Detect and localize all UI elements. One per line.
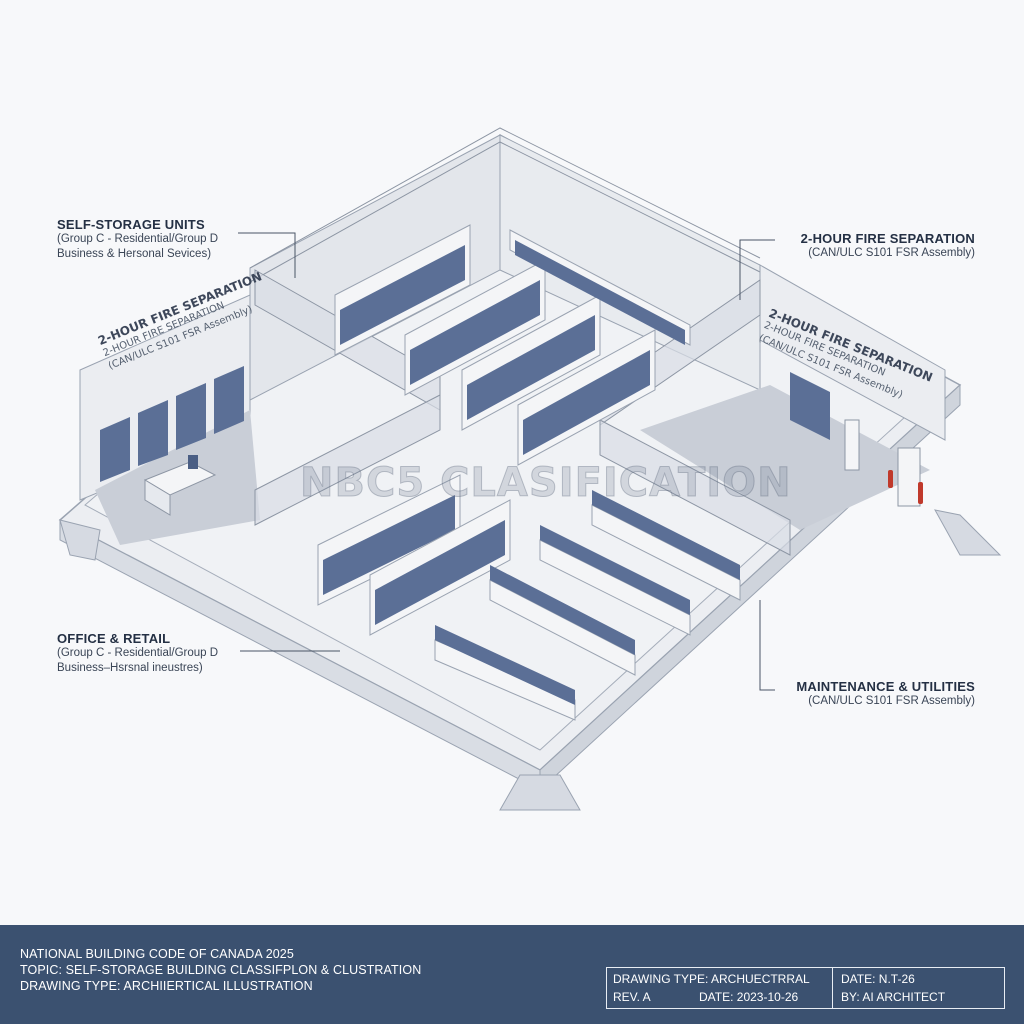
label-fire-separation-title: 2-HOUR FIRE SEPARATION	[800, 231, 975, 246]
support-foot-bottom	[499, 774, 581, 811]
office-desk	[143, 455, 217, 516]
watermark-text: NBC5 CLASIFICATION	[300, 460, 792, 507]
label-self-storage-title: SELF-STORAGE UNITS	[57, 217, 205, 232]
support-foot-left	[59, 519, 101, 561]
label-office-retail-line2: Business–Hsrsnal ineustres)	[57, 662, 203, 674]
title-block-author: BY: AI ARCHITECT	[841, 990, 946, 1004]
storage-units-upper	[334, 224, 691, 466]
office-roll-doors	[100, 366, 244, 482]
footer-topic-line: TOPIC: SELF-STORAGE BUILDING CLASSIFPLON…	[20, 963, 422, 977]
maintenance-floor	[640, 385, 930, 530]
leader-lines	[238, 232, 775, 691]
label-office-retail-title: OFFICE & RETAIL	[57, 631, 171, 646]
glass-partition-lower-right	[599, 419, 791, 556]
title-block-divider	[832, 968, 833, 1008]
title-block-date-left: DATE: 2023-10-26	[699, 990, 799, 1004]
title-block-date-right: DATE: N.T-26	[841, 972, 915, 986]
roof-railing	[249, 127, 761, 283]
title-block: DRAWING TYPE: ARCHUECTRRAL REV. A DATE: …	[606, 967, 1005, 1009]
storage-units-lower	[317, 474, 741, 721]
isometric-building-drawing	[58, 127, 1002, 811]
label-fire-separation-line1: (CAN/ULC S101 FSR Assembly)	[808, 247, 975, 259]
label-maintenance-utilities: MAINTENANCE & UTILITIES (CAN/ULC S101 FS…	[740, 679, 975, 709]
support-foot-right	[934, 509, 1002, 556]
label-office-retail-line1: (Group C - Residential/Group D	[57, 647, 219, 659]
footer-code-line: NATIONAL BUILDING CODE OF CANADA 2025	[20, 947, 294, 961]
label-self-storage-line2: Business & Hersonal Sevices)	[57, 248, 212, 260]
footer-bar: NATIONAL BUILDING CODE OF CANADA 2025 TO…	[0, 925, 1024, 1024]
label-self-storage-line1: (Group C - Residential/Group D	[57, 233, 219, 245]
label-maintenance-title: MAINTENANCE & UTILITIES	[796, 679, 975, 694]
footer-info: NATIONAL BUILDING CODE OF CANADA 2025 TO…	[20, 946, 421, 994]
maintenance-equipment	[790, 372, 923, 507]
label-office-retail: OFFICE & RETAIL (Group C - Residential/G…	[57, 631, 297, 676]
label-self-storage-units: SELF-STORAGE UNITS (Group C - Residentia…	[57, 217, 297, 262]
glass-partition-center	[254, 394, 441, 526]
title-block-drawing-type: DRAWING TYPE: ARCHUECTRRAL	[613, 972, 810, 986]
label-maintenance-line1: (CAN/ULC S101 FSR Assembly)	[808, 695, 975, 707]
footer-drawing-type-line: DRAWING TYPE: ARCHIIERTICAL ILLUSTRATION	[20, 979, 313, 993]
label-fire-separation: 2-HOUR FIRE SEPARATION (CAN/ULC S101 FSR…	[745, 231, 975, 261]
title-block-rev: REV. A	[613, 990, 651, 1004]
